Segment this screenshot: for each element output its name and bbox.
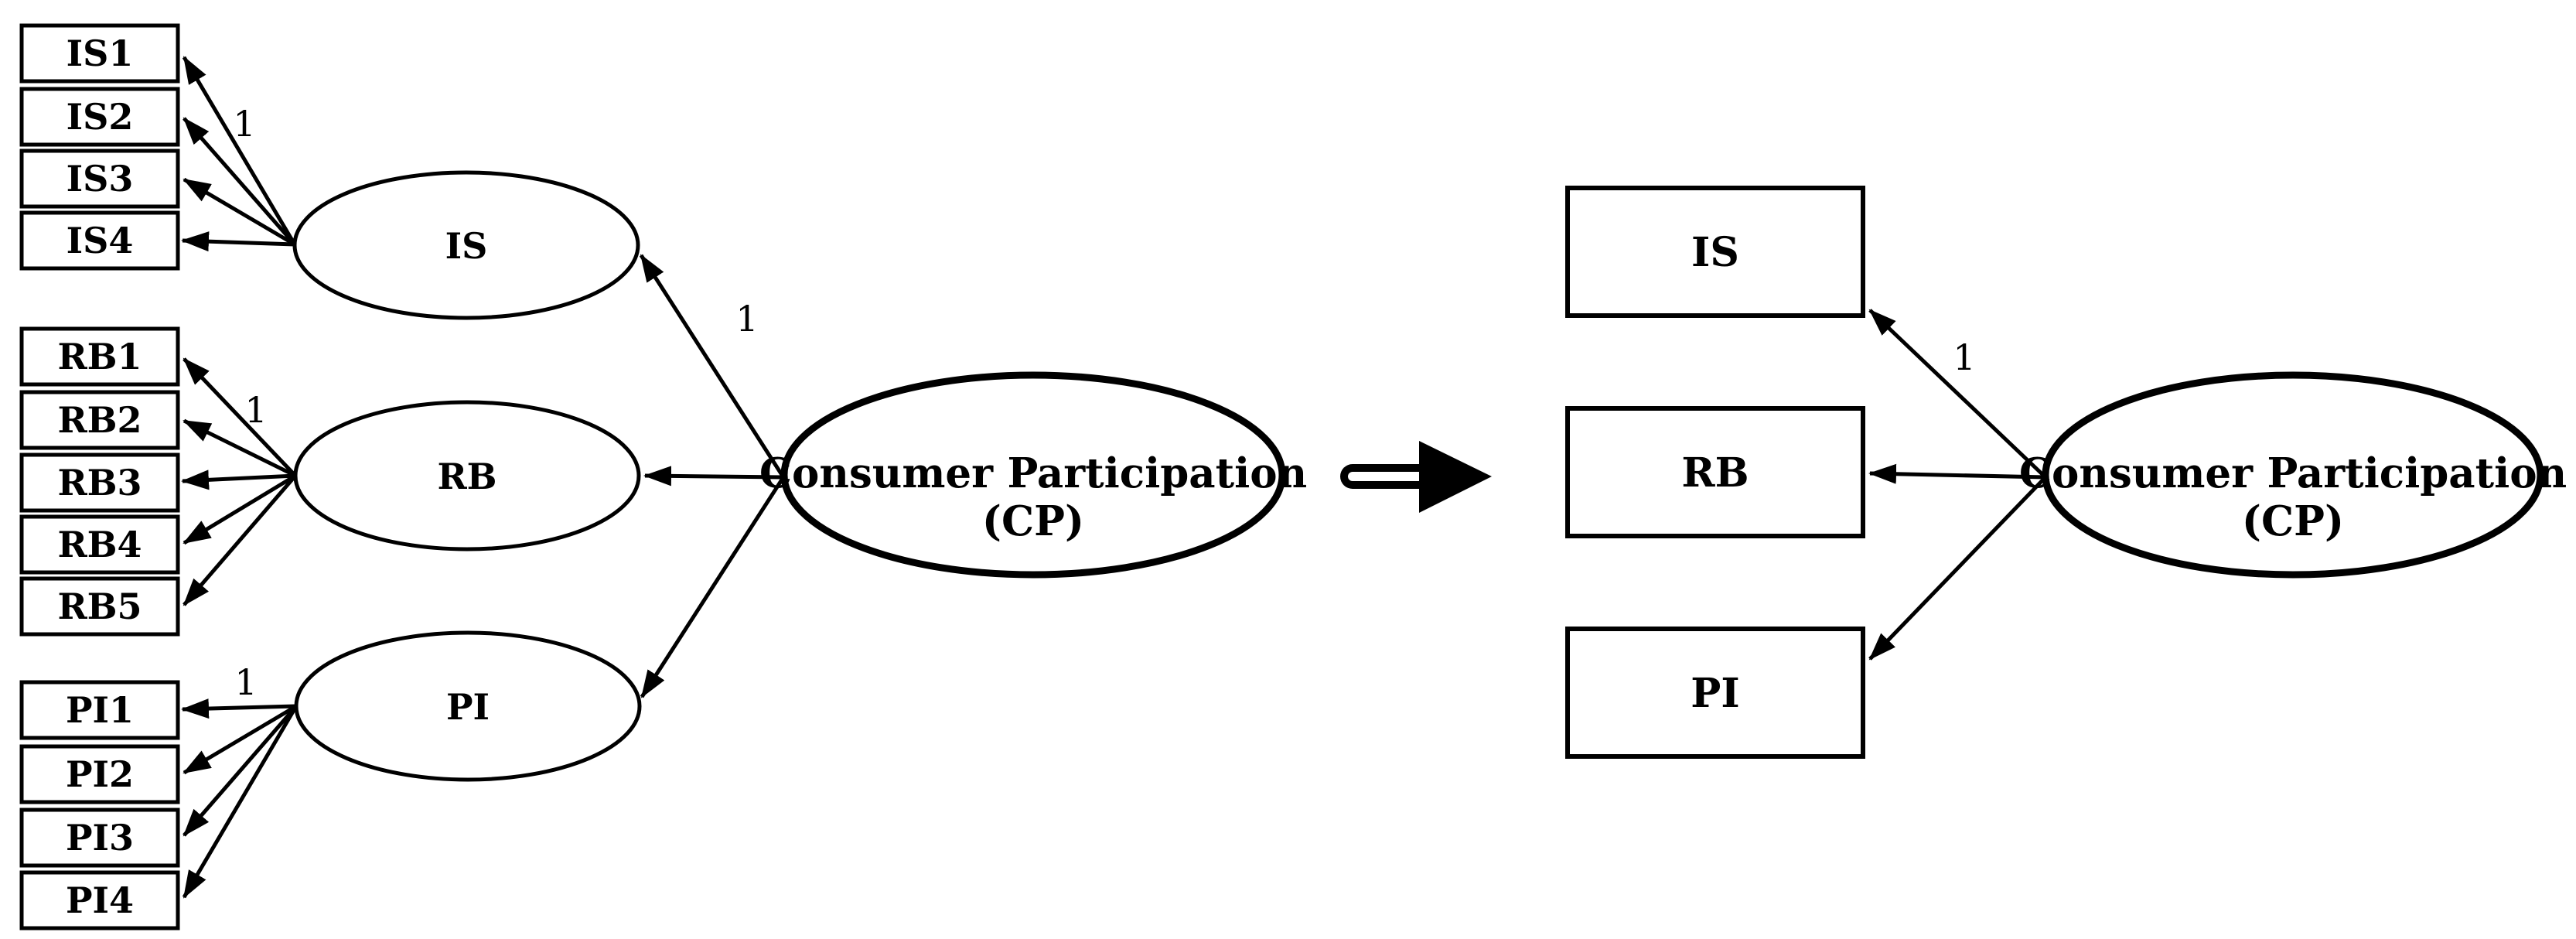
construct-label-pi: PI (1691, 670, 1739, 717)
arrow-rb-to-rb5 (183, 474, 297, 606)
arrow-pi-to-pi3 (183, 705, 298, 837)
loading-label-pi: 1 (234, 661, 257, 703)
construct-box-is (1565, 186, 1865, 318)
construct-box-rb (1565, 406, 1865, 538)
arrow-cp-to-rb (643, 466, 784, 487)
pi-indicator-group: PI1 PI2 PI3 PI4 1 PI (19, 630, 642, 930)
indicator-box-pi1 (19, 680, 180, 740)
loading-label-cp-is: 1 (735, 298, 758, 340)
loading-label-is: 1 (233, 103, 255, 145)
latent-ellipse-is (292, 170, 640, 320)
indicator-box-pi2 (19, 744, 180, 804)
construct-label-rb: RB (1681, 449, 1749, 497)
indicator-box-rb2 (19, 390, 180, 450)
cp-label-line2-left: (CP) (982, 497, 1084, 545)
indicator-box-rb1 (19, 326, 180, 387)
arrow-cp-to-rb-box (1868, 463, 2046, 484)
indicator-box-pi4 (19, 870, 180, 930)
indicator-label-pi3: PI3 (66, 817, 134, 859)
latent-ellipse-pi (294, 630, 642, 782)
latent-label-pi: PI (446, 686, 490, 728)
cp-label-line1-left: Consumer Participation (759, 449, 1307, 497)
indicator-label-is1: IS1 (67, 32, 134, 74)
loading-label-rb: 1 (244, 389, 267, 431)
loading-label-cp-is-right: 1 (1953, 336, 1975, 378)
arrow-cp-to-is (639, 254, 786, 479)
arrow-pi-to-pi1 (181, 698, 297, 719)
arrow-rb-to-rb4 (183, 473, 297, 545)
indicator-box-rb5 (19, 576, 180, 637)
indicator-label-rb5: RB5 (57, 586, 142, 627)
arrow-rb-to-rb1 (183, 357, 297, 477)
arrow-is-to-is1 (182, 56, 297, 246)
rb-indicator-group: RB1 RB2 RB3 RB4 RB5 1 RB (19, 326, 641, 637)
indicator-box-is2 (19, 87, 180, 147)
latent-label-rb: RB (437, 456, 496, 497)
indicator-label-rb4: RB4 (57, 524, 142, 565)
arrow-cp-to-is-box (1868, 309, 2047, 479)
indicator-box-rb4 (19, 514, 180, 575)
indicator-box-is1 (19, 23, 180, 84)
arrow-rb-to-rb3 (181, 470, 296, 490)
arrow-is-to-is2 (183, 117, 296, 246)
construct-box-pi (1565, 627, 1865, 759)
indicator-box-is4 (19, 210, 180, 271)
cp-label-line1-right: Consumer Participation (2019, 449, 2567, 497)
implies-arrow (1340, 441, 1492, 513)
cp-construct-left: 1 Consumer Participation (CP) (639, 254, 1307, 698)
cp-label-line2-right: (CP) (2242, 497, 2344, 545)
indicator-label-is4: IS4 (67, 220, 134, 261)
indicator-label-pi2: PI2 (66, 753, 134, 795)
indicator-box-rb3 (19, 452, 180, 513)
indicator-label-is3: IS3 (67, 158, 134, 200)
arrow-rb-to-rb2 (183, 418, 297, 478)
right-structural-model: IS RB PI 1 Consumer Participation (CP) (1565, 186, 2567, 759)
arrow-is-to-is3 (183, 177, 296, 247)
cp-ellipse-right (2042, 371, 2544, 579)
indicator-label-pi1: PI1 (66, 689, 134, 731)
implies-arrow-head (1419, 441, 1492, 513)
arrow-cp-to-pi-box (1868, 476, 2047, 661)
indicator-label-rb1: RB1 (57, 336, 142, 377)
cp-ellipse-left (780, 371, 1286, 579)
indicator-box-pi3 (19, 808, 180, 868)
indicator-label-is2: IS2 (67, 96, 134, 138)
indicator-box-is3 (19, 149, 180, 209)
is-indicator-group: IS1 IS2 IS3 IS4 1 IS (19, 23, 640, 320)
indicator-label-pi4: PI4 (66, 879, 134, 921)
indicator-label-rb3: RB3 (57, 462, 142, 504)
arrow-is-to-is4 (181, 231, 295, 252)
construct-label-is: IS (1691, 229, 1739, 276)
latent-label-is: IS (445, 225, 488, 267)
indicator-label-rb2: RB2 (57, 399, 142, 441)
arrow-cp-to-pi (640, 476, 786, 698)
left-measurement-model: IS1 IS2 IS3 IS4 1 IS RB1 RB2 RB3 RB4 (19, 23, 1307, 930)
arrow-pi-to-pi4 (182, 705, 299, 899)
arrow-pi-to-pi2 (183, 704, 298, 775)
latent-ellipse-rb (293, 400, 641, 551)
cp-construct-right: Consumer Participation (CP) (2019, 371, 2567, 579)
